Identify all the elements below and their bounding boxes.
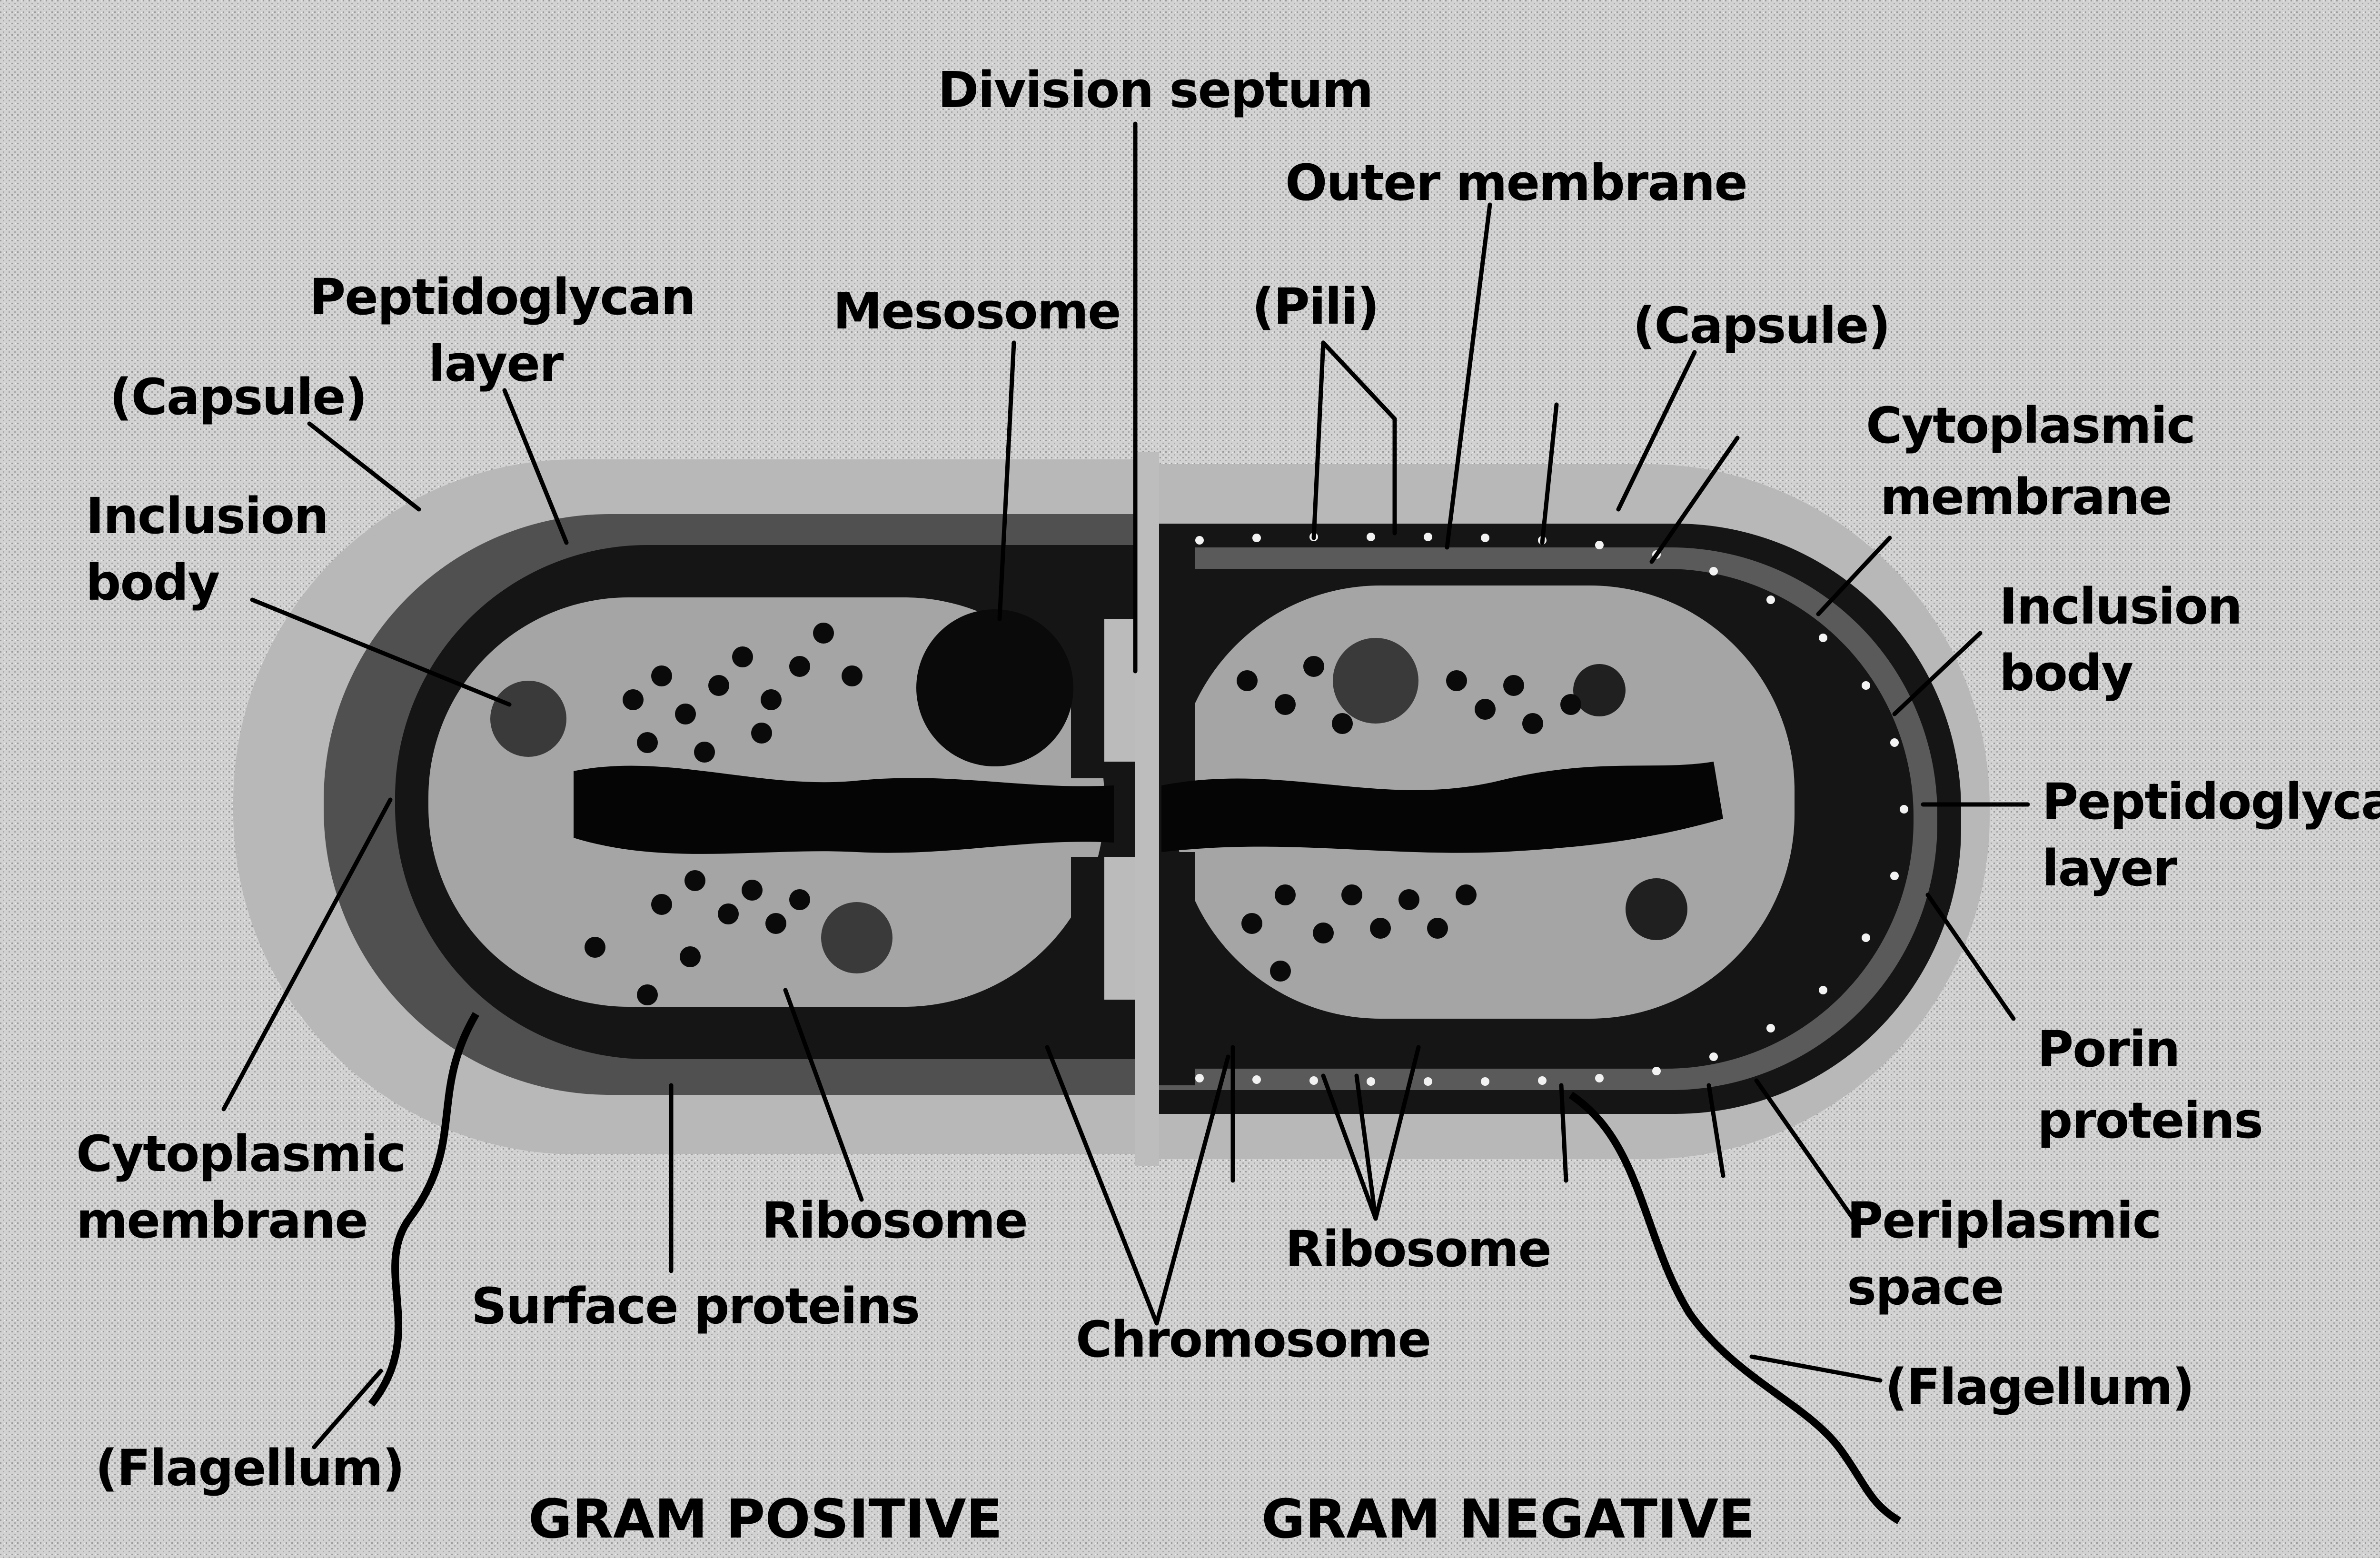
label-outer-membrane: Outer membrane bbox=[1285, 154, 1747, 212]
label-capsule-left: (Capsule) bbox=[109, 368, 367, 426]
label-chromosome: Chromosome bbox=[1076, 1310, 1430, 1369]
label-pili: (Pili) bbox=[1252, 278, 1378, 336]
label-flagellum-left: (Flagellum) bbox=[95, 1439, 404, 1497]
label-ribosome-left: Ribosome bbox=[762, 1191, 1027, 1250]
label-cytoplasmic-right-1: Cytoplasmic bbox=[1866, 397, 2195, 455]
label-peptidoglycan-right-2: layer bbox=[2042, 839, 2177, 897]
inclusion-body-right-2-shape bbox=[1573, 664, 1626, 716]
inclusion-body-right-1-shape bbox=[1333, 638, 1418, 724]
label-peptidoglycan-left-2: layer bbox=[428, 335, 564, 393]
label-inclusion-left-2: body bbox=[86, 554, 219, 612]
label-porin-2: proteins bbox=[2037, 1092, 2262, 1150]
septum-gap-left bbox=[1104, 619, 1138, 762]
label-surface-proteins: Surface proteins bbox=[471, 1277, 919, 1335]
label-cytoplasmic-left-2: membrane bbox=[76, 1191, 367, 1250]
inclusion-body-left-lower-shape bbox=[821, 902, 892, 973]
division-septum-gap bbox=[1135, 452, 1159, 1166]
caption-gram-negative: GRAM NEGATIVE bbox=[1261, 1489, 1755, 1550]
inclusion-body-left-shape bbox=[490, 681, 566, 757]
mesosome-shape bbox=[916, 609, 1073, 766]
inclusion-body-right-3-shape bbox=[1626, 878, 1687, 940]
label-cytoplasmic-left-1: Cytoplasmic bbox=[76, 1125, 405, 1183]
label-cytoplasmic-right-2: membrane bbox=[1880, 468, 2172, 526]
label-porin-1: Porin bbox=[2037, 1020, 2180, 1078]
label-peptidoglycan-left-1: Peptidoglycan bbox=[309, 268, 695, 326]
label-inclusion-left-1: Inclusion bbox=[86, 487, 328, 545]
division-septum-right-wall-lower bbox=[1157, 852, 1195, 1085]
label-periplasmic-2: space bbox=[1847, 1258, 2003, 1316]
label-capsule-right: (Capsule) bbox=[1633, 297, 1890, 355]
label-flagellum-right: (Flagellum) bbox=[1885, 1358, 2194, 1416]
label-periplasmic-1: Periplasmic bbox=[1847, 1191, 2161, 1250]
label-inclusion-right-1: Inclusion bbox=[1999, 577, 2241, 635]
label-ribosome-right: Ribosome bbox=[1285, 1220, 1551, 1278]
label-inclusion-right-2: body bbox=[1999, 644, 2132, 702]
caption-gram-positive: GRAM POSITIVE bbox=[528, 1489, 1002, 1550]
label-mesosome: Mesosome bbox=[833, 282, 1121, 340]
septum-gap-left-lower bbox=[1104, 857, 1138, 1000]
label-division-septum: Division septum bbox=[938, 61, 1373, 119]
division-septum-right-wall bbox=[1157, 543, 1195, 790]
label-peptidoglycan-right-1: Peptidoglycan bbox=[2042, 773, 2380, 831]
